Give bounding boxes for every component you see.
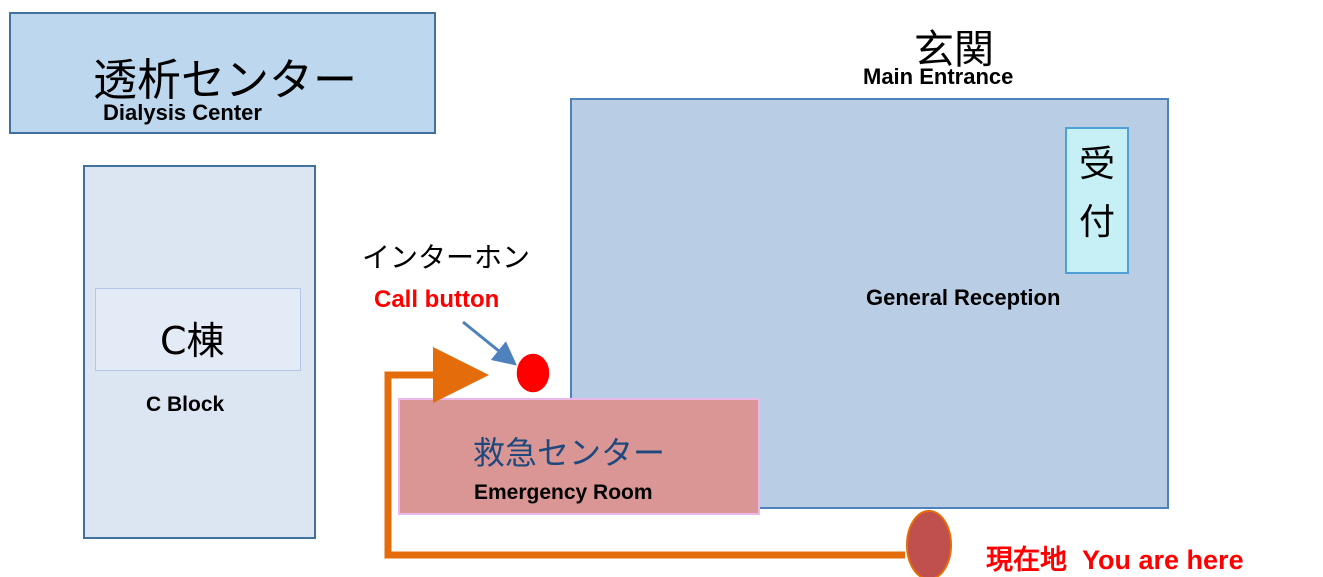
call-button-label-en: Call button <box>374 286 500 313</box>
you-are-here-label-en: You are here <box>1082 545 1244 575</box>
main-entrance-label-en: Main Entrance <box>863 64 1014 89</box>
emergency-room-label-jp: 救急センター <box>473 434 666 472</box>
reception-desk <box>1065 127 1129 274</box>
reception-label-jp: 受付 <box>1078 144 1115 243</box>
dialysis-center-label-jp: 透析センター <box>93 55 357 106</box>
emergency-room-box <box>398 398 760 515</box>
you-are-here-dot <box>906 510 952 577</box>
you-are-here-label: 現在地 You are here <box>986 538 1244 577</box>
reception-label-en: General Reception <box>866 285 1061 310</box>
you-are-here-label-jp: 現在地 <box>986 545 1067 575</box>
dialysis-center-label-en: Dialysis Center <box>103 100 262 125</box>
main-entrance-label-jp: 玄関 <box>914 27 994 73</box>
emergency-room-label-en: Emergency Room <box>474 481 653 504</box>
intercom-label-jp: インターホン <box>362 241 531 274</box>
c-block-label-jp: C棟 <box>160 319 225 363</box>
c-block-label-en: C Block <box>146 393 225 416</box>
c-block-label-panel <box>95 288 301 371</box>
call-button-dot <box>515 352 551 394</box>
route-path <box>384 347 905 559</box>
dialysis-center-box <box>9 12 436 134</box>
call-button-pointer-arrow <box>462 320 517 366</box>
